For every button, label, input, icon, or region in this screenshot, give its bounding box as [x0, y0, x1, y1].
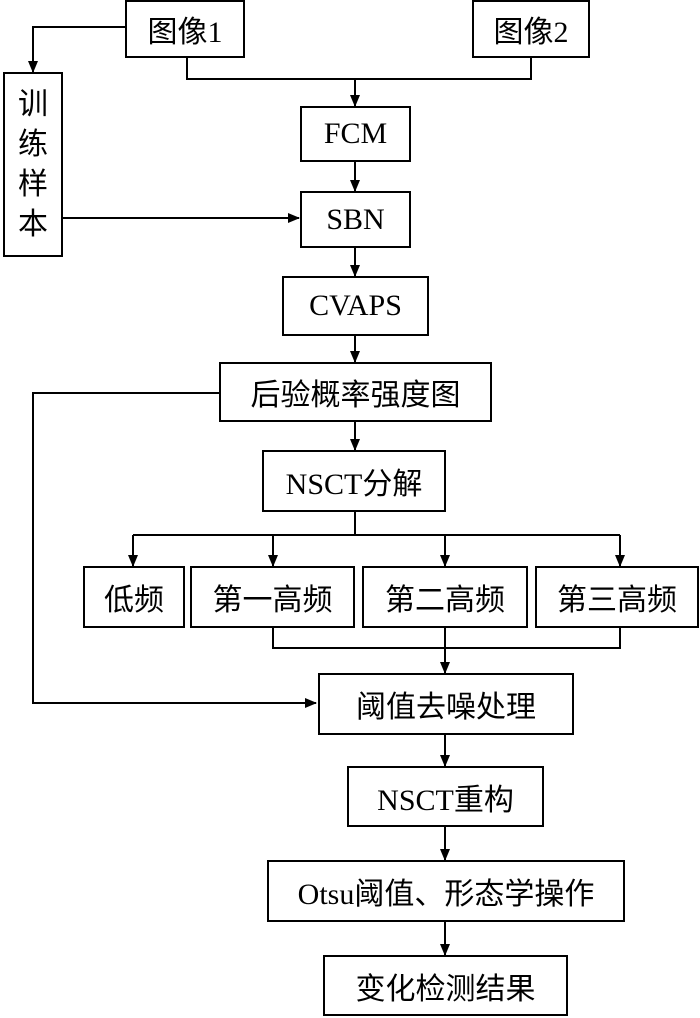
node-training-samples: 训 练 样 本 — [3, 72, 63, 257]
training-char-2: 练 — [18, 127, 48, 161]
edge-posterior-to-threshold — [32, 392, 317, 708]
training-char-4: 本 — [18, 207, 48, 241]
node-sbn: SBN — [300, 191, 411, 248]
node-nsct-reconstruction: NSCT重构 — [347, 766, 544, 827]
node-high2: 第二高频 — [362, 566, 528, 628]
node-nsct-decomposition: NSCT分解 — [262, 450, 446, 512]
node-high3: 第三高频 — [535, 566, 699, 628]
node-image2: 图像2 — [472, 0, 590, 58]
node-fcm: FCM — [300, 106, 411, 162]
training-char-3: 样 — [18, 167, 48, 201]
edge-image1-to-training — [28, 26, 125, 73]
node-lowfreq: 低频 — [83, 566, 185, 628]
node-posterior-map: 后验概率强度图 — [219, 362, 492, 422]
node-image1: 图像1 — [125, 0, 245, 58]
node-otsu: Otsu阈值、形态学操作 — [267, 860, 625, 922]
training-char-1: 训 — [18, 87, 48, 121]
node-threshold-denoise: 阈值去噪处理 — [318, 673, 574, 735]
node-cvaps: CVAPS — [282, 276, 429, 336]
edge-high-merge — [272, 627, 621, 649]
node-high1: 第一高频 — [190, 566, 355, 628]
edge-image1-merge — [186, 57, 532, 80]
node-result: 变化检测结果 — [323, 955, 568, 1016]
